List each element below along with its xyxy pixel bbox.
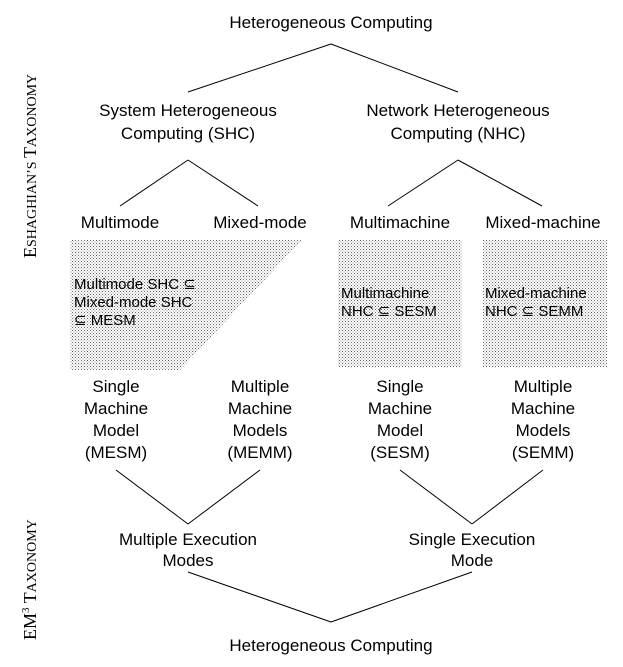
mixedmachine-region [483, 240, 607, 367]
edge-root-shc [187, 43, 332, 93]
model-sesm: Single Machine Model (SESM) [368, 377, 432, 462]
edge-nhc-mixedmachine [457, 159, 543, 207]
shc-node-line2: Computing (SHC) [121, 124, 255, 143]
shc-box-line2: Mixed-mode SHC [74, 294, 193, 311]
multiple-modes-line2: Modes [162, 551, 213, 570]
model-memm: Multiple Machine Models (MEMM) [227, 377, 292, 462]
multimachine-region [338, 240, 462, 367]
shc-node-line1: System Heterogeneous [99, 101, 277, 120]
mixedmachine-box-line2: NHC ⊆ SEMM [485, 303, 583, 320]
bottom-root-node: Heterogeneous Computing [229, 636, 432, 655]
model-mesm-line2: Machine [84, 399, 148, 418]
model-sesm-line3: Model [377, 421, 423, 440]
nhc-node-line2: Computing (NHC) [390, 124, 525, 143]
bottom-tree-edges [115, 469, 544, 623]
model-semm-line4: (SEMM) [512, 443, 574, 462]
model-memm-line4: (MEMM) [227, 443, 292, 462]
multimachine-box-line1: Multimachine [341, 285, 429, 302]
model-mesm: Single Machine Model (MESM) [84, 377, 148, 462]
multiple-modes-line1: Multiple Execution [119, 530, 257, 549]
eshaghian-taxonomy-label: ESHAGHIAN’S TAXONOMY [20, 74, 40, 258]
model-semm-line2: Machine [511, 399, 575, 418]
model-sesm-line4: (SESM) [370, 443, 430, 462]
model-mesm-line3: Model [93, 421, 139, 440]
edge-shc-multimode [119, 159, 189, 207]
edge-single-root [330, 571, 473, 623]
multimode-node: Multimode [81, 213, 159, 232]
model-memm-line3: Models [233, 421, 288, 440]
mixed-machine-node: Mixed-machine [485, 213, 600, 232]
top-tree-edges [119, 43, 543, 207]
nhc-node-line1: Network Heterogeneous [366, 101, 549, 120]
single-mode-line2: Mode [451, 551, 494, 570]
edge-semm-single [471, 469, 544, 525]
shc-box-line1: Multimode SHC ⊆ [74, 276, 196, 293]
edge-memm-multiple [187, 469, 261, 525]
shc-box-line3: ⊆ MESM [74, 312, 136, 329]
em3-taxonomy-label: EM3 TAXONOMY [20, 519, 40, 640]
shc-overlap-region [70, 240, 302, 370]
model-mesm-line1: Single [92, 377, 139, 396]
edge-root-nhc [330, 43, 459, 93]
model-semm: Multiple Machine Models (SEMM) [511, 377, 575, 462]
mixed-mode-node: Mixed-mode [213, 213, 307, 232]
mixedmachine-box-line1: Mixed-machine [485, 285, 587, 302]
model-semm-line3: Models [516, 421, 571, 440]
edge-multiple-root [187, 571, 332, 623]
model-mesm-line4: (MESM) [85, 443, 147, 462]
model-semm-line1: Multiple [514, 377, 573, 396]
model-memm-line1: Multiple [231, 377, 290, 396]
edge-sesm-single [399, 469, 473, 525]
edge-mesm-multiple [115, 469, 189, 525]
multimachine-box-line2: NHC ⊆ SESM [341, 303, 437, 320]
model-memm-line2: Machine [228, 399, 292, 418]
top-root-node: Heterogeneous Computing [229, 13, 432, 32]
edge-nhc-multimachine [387, 159, 459, 207]
model-sesm-line2: Machine [368, 399, 432, 418]
edge-shc-mixedmode [187, 159, 259, 207]
model-sesm-line1: Single [376, 377, 423, 396]
single-mode-line1: Single Execution [409, 530, 536, 549]
multimachine-node: Multimachine [350, 213, 450, 232]
